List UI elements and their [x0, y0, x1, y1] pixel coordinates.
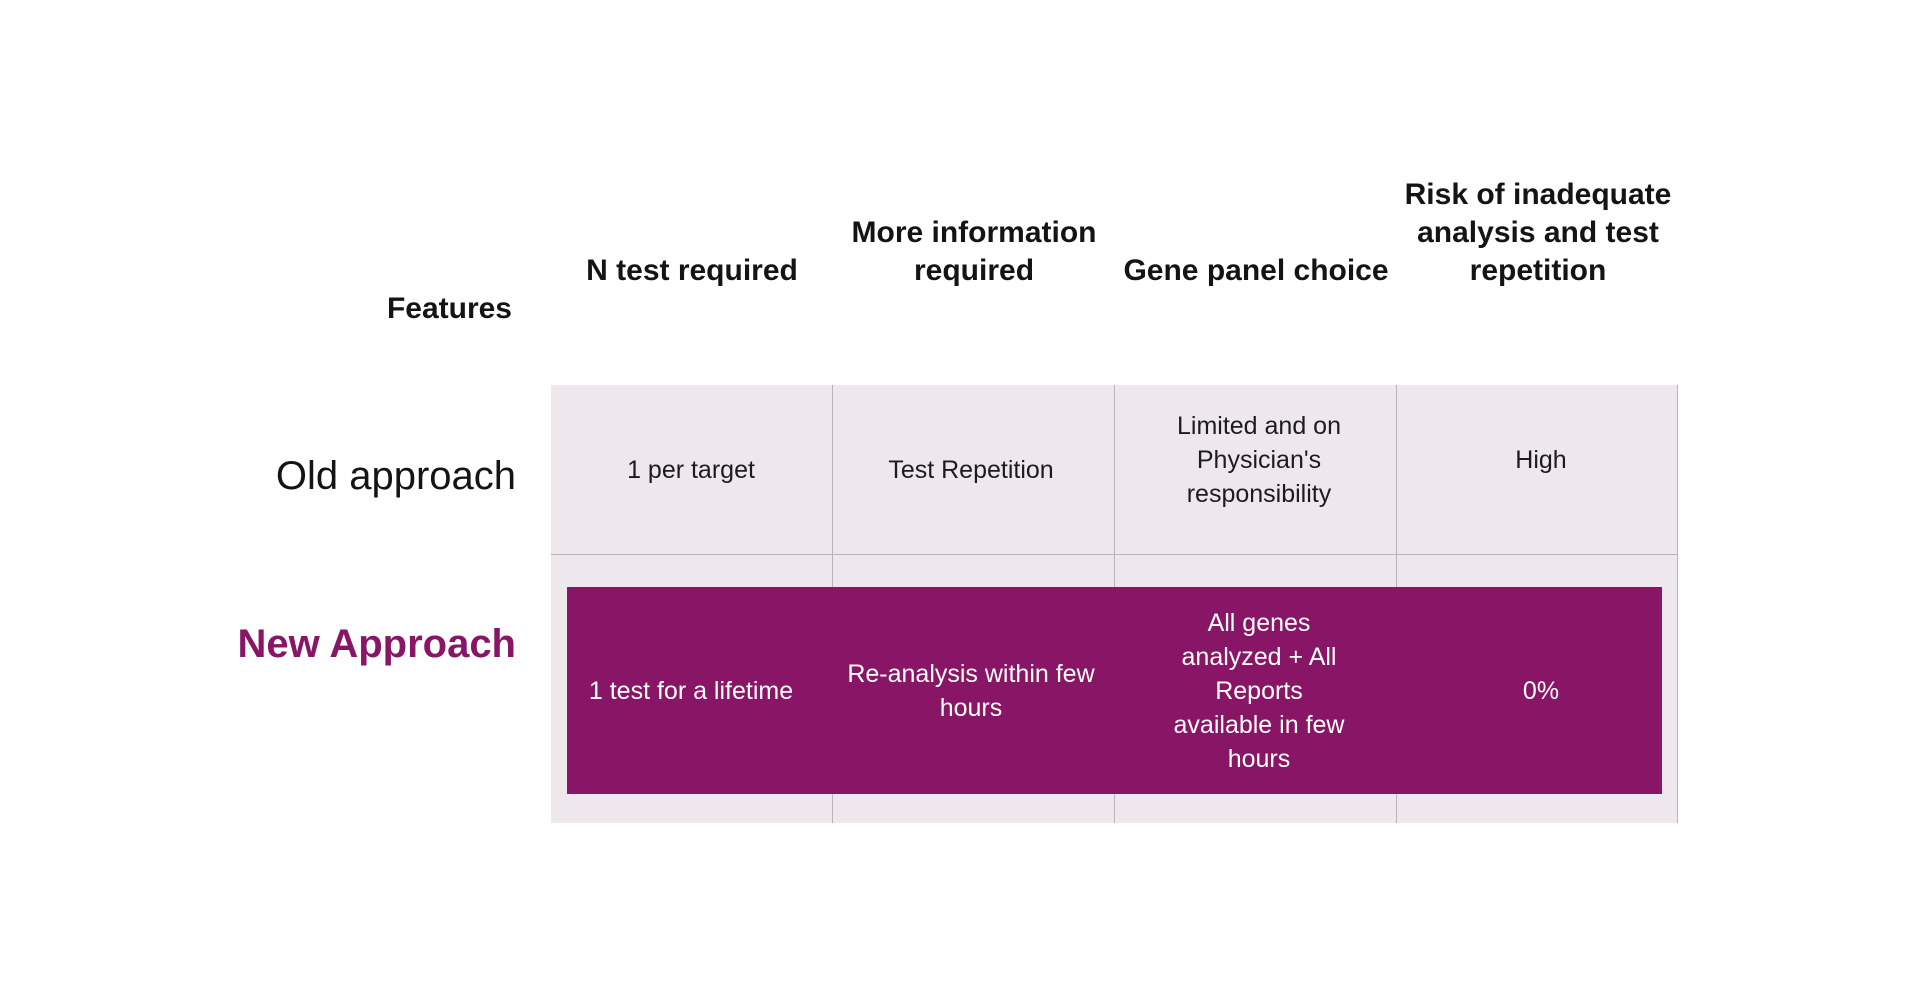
features-header: Features — [386, 292, 512, 325]
column-header-gene-panel: Gene panel choice — [1123, 254, 1389, 287]
row-label-new-approach: New Approach — [237, 622, 516, 666]
new-n-test-cell: 1 test for a lifetime — [588, 676, 794, 705]
old-gene-panel-cell: Limited and on Physician's responsibilit… — [1176, 412, 1341, 508]
column-header-risk: Risk of inadequate analysis and test rep… — [1404, 178, 1672, 287]
new-risk-cell: 0% — [1522, 676, 1560, 705]
new-gene-panel-cell: All genes analyzed + All Reports availab… — [1173, 608, 1345, 773]
new-approach-highlight — [567, 587, 1662, 794]
row-divider — [551, 554, 1678, 555]
old-more-info-cell: Test Repetition — [888, 455, 1054, 484]
grid-line — [1677, 385, 1678, 823]
old-risk-cell: High — [1515, 446, 1567, 474]
old-n-test-cell: 1 per target — [627, 455, 755, 484]
row-label-old-approach: Old approach — [275, 454, 516, 498]
column-header-more-info: More information required — [851, 216, 1097, 287]
new-more-info-cell: Re-analysis within few hours — [847, 659, 1095, 722]
column-header-n-test: N test required — [586, 254, 798, 287]
